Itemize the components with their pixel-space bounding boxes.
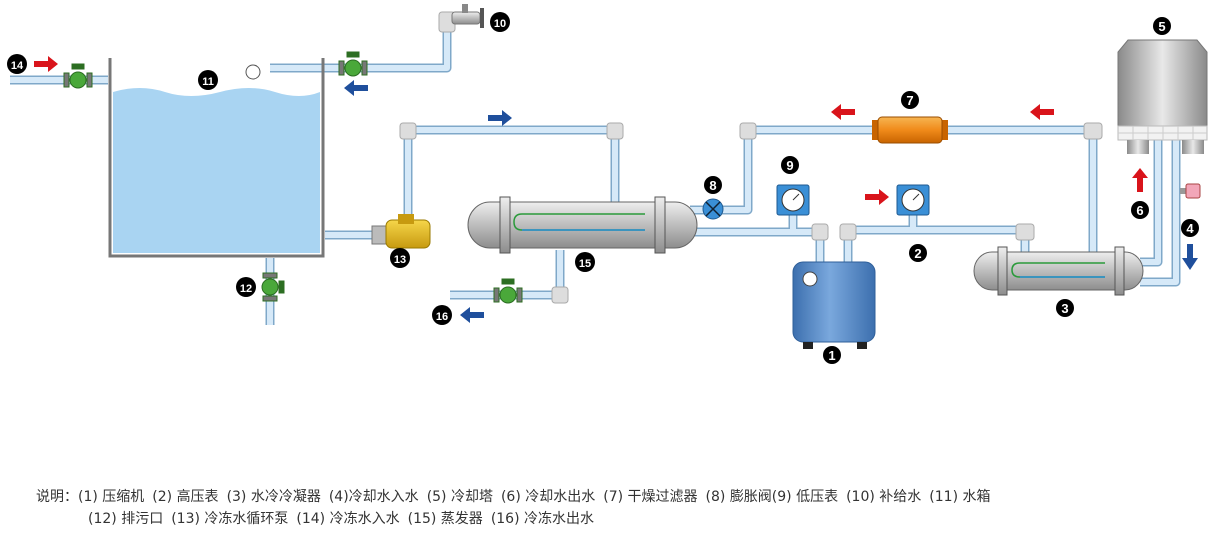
svg-text:5: 5	[1158, 19, 1165, 34]
component-labels: 1 2 3 4 5 6 7 8 9 10 11 12 13 14 15 16	[7, 12, 1199, 364]
svg-text:12: 12	[240, 283, 252, 295]
label-8: 8	[704, 176, 722, 194]
label-11: 11	[198, 70, 218, 90]
red-arrow-icon	[865, 189, 889, 205]
svg-text:16: 16	[436, 311, 448, 323]
svg-text:9: 9	[786, 158, 793, 173]
svg-text:6: 6	[1136, 203, 1143, 218]
label-5: 5	[1153, 17, 1171, 35]
caption-item: (5) 冷却塔	[426, 489, 493, 505]
label-6: 6	[1131, 201, 1149, 219]
caption-prefix: 说明：	[36, 489, 78, 505]
blue-arrow-icon	[344, 80, 368, 96]
caption-item: (13) 冷冻水循环泵	[171, 511, 289, 527]
expansion-valve	[702, 198, 724, 220]
svg-text:10: 10	[494, 18, 506, 30]
flow-meter	[1180, 183, 1201, 199]
svg-text:13: 13	[394, 254, 406, 266]
filter-drier	[872, 116, 948, 144]
caption-item: (1) 压缩机	[78, 489, 145, 505]
blue-arrow-icon	[488, 110, 512, 126]
caption-item: (6) 冷却水出水	[500, 489, 596, 505]
water-tank	[108, 58, 325, 258]
circulation-pump	[371, 214, 431, 249]
flow-arrows	[34, 56, 1198, 323]
blue-arrow-icon	[1182, 244, 1198, 270]
label-7: 7	[901, 91, 919, 109]
low-pressure-gauge	[776, 184, 810, 216]
caption-line-1: 说明：(1) 压缩机 (2) 高压表 (3) 水冷冷凝器 (4)冷却水入水 (5) 冷却…	[36, 486, 999, 508]
red-arrow-icon	[34, 56, 58, 72]
caption-item: (16) 冷冻水出水	[490, 511, 595, 527]
label-4: 4	[1181, 219, 1199, 237]
label-3: 3	[1056, 299, 1074, 317]
red-arrow-icon	[1132, 168, 1148, 192]
caption-item: (7) 干燥过滤器	[603, 489, 698, 505]
condenser	[973, 246, 1144, 296]
svg-text:15: 15	[579, 258, 591, 270]
svg-text:8: 8	[709, 178, 716, 193]
label-9: 9	[781, 156, 799, 174]
caption-item: (11) 水箱	[929, 489, 991, 505]
label-2: 2	[909, 244, 927, 262]
compressor	[792, 261, 876, 349]
caption-item: (8) 膨胀阀(9) 低压表	[705, 489, 839, 505]
caption: 说明：(1) 压缩机 (2) 高压表 (3) 水冷冷凝器 (4)冷却水入水 (5) 冷却…	[36, 486, 999, 530]
svg-text:3: 3	[1061, 301, 1068, 316]
red-arrow-icon	[1030, 104, 1054, 120]
caption-item: (12) 排污口	[88, 511, 164, 527]
high-pressure-gauge	[896, 184, 930, 216]
caption-item: (2) 高压表	[152, 489, 219, 505]
makeup-water-faucet	[451, 4, 484, 28]
label-14: 14	[7, 54, 27, 74]
svg-text:11: 11	[202, 76, 214, 88]
chiller-diagram: 1 2 3 4 5 6 7 8 9 10 11 12 13 14 15 16	[7, 4, 1208, 364]
caption-item: (4)冷却水入水	[328, 489, 419, 505]
caption-line-2: (12) 排污口 (13) 冷冻水循环泵 (14) 冷冻水入水 (15) 蒸发器 (16…	[36, 508, 999, 530]
caption-item: (14) 冷冻水入水	[296, 511, 400, 527]
svg-text:14: 14	[11, 60, 24, 72]
caption-item: (15) 蒸发器	[407, 511, 483, 527]
label-12: 12	[236, 277, 256, 297]
evaporator	[467, 196, 698, 254]
valves[interactable]	[63, 51, 523, 304]
label-16: 16	[432, 305, 452, 325]
svg-text:4: 4	[1186, 221, 1194, 236]
label-13: 13	[390, 248, 410, 268]
label-10: 10	[490, 12, 510, 32]
blue-arrow-icon	[460, 307, 484, 323]
svg-text:1: 1	[828, 348, 835, 363]
label-15: 15	[575, 252, 595, 272]
svg-text:2: 2	[914, 246, 921, 261]
caption-item: (10) 补给水	[846, 489, 922, 505]
label-1: 1	[823, 346, 841, 364]
cooling-tower	[1117, 39, 1208, 154]
caption-item: (3) 水冷冷凝器	[226, 489, 321, 505]
red-arrow-icon	[831, 104, 855, 120]
svg-text:7: 7	[906, 93, 913, 108]
